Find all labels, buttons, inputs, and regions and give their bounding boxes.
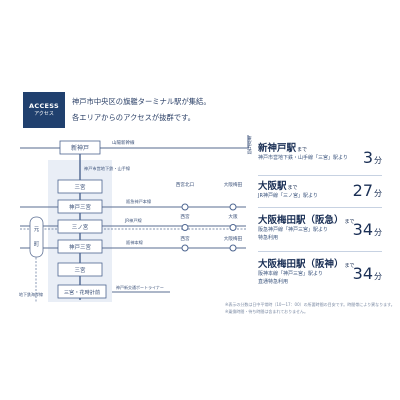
hanshin-kobe-sannomiya-label: 神戸三宮 <box>69 243 92 251</box>
osaka-umeda-hanshin-dot <box>229 244 237 252</box>
shin-kobe-station <box>59 140 101 155</box>
to-tokyo-label: 東京方面 <box>247 135 252 156</box>
access-item-osaka-umeda-hanshin: 大阪梅田駅（阪神） まで 阪神本線「神戸三宮」駅より 直通特急利用 34 分 <box>258 256 382 296</box>
badge-title-ja: アクセス <box>34 111 54 117</box>
access-unit: 分 <box>374 156 382 165</box>
intro-line: 神戸市中央区の旗艦ターミナル駅が集結。 <box>72 97 211 106</box>
osaka-umeda-hankyu-label: 大阪梅田 <box>224 181 243 188</box>
jr-sannomiya-label: 三ノ宮 <box>72 223 89 231</box>
access-time: 34 分 <box>353 264 382 283</box>
nishinomiya-hanshin-label: 西宮 <box>180 235 190 242</box>
access-unit: 分 <box>374 189 382 198</box>
access-route: 神戸市営地下鉄・山手線「三宮」駅より <box>258 155 348 161</box>
osaka-umeda-hankyu-dot <box>229 203 237 211</box>
motomachi-label-bottom: 町 <box>34 241 40 248</box>
access-route: JR神戸線「三ノ宮」駅より <box>258 193 318 199</box>
access-badge: ACCESS アクセス <box>23 92 65 128</box>
access-route-note: 直通特急利用 <box>258 279 289 285</box>
subway-line-label: 神戸市営地下鉄・山手線 <box>84 165 131 172</box>
jr-sannomiya-station <box>57 219 103 234</box>
intro-line: 各エリアからのアクセスが抜群です。 <box>72 113 195 122</box>
access-minutes: 3 <box>362 148 373 167</box>
nishinomiya-kitaguchi-dot <box>181 203 189 211</box>
access-unit: 分 <box>374 272 382 281</box>
nishinomiya-jr-label: 西宮 <box>180 213 190 220</box>
access-destination: 大阪梅田駅（阪神） <box>258 259 344 270</box>
hanshin-kobe-sannomiya-station <box>57 239 103 254</box>
hankyu-kobe-sannomiya-label: 神戸三宮 <box>69 203 92 211</box>
osaka-jr-dot <box>229 224 237 231</box>
access-route: 阪急神戸線「神戸三宮」駅より <box>258 227 328 233</box>
port-liner-sannomiya-station <box>57 262 103 277</box>
access-time: 27 分 <box>353 181 382 200</box>
access-to: まで <box>344 219 355 225</box>
intro-text: 神戸市中央区の旗艦ターミナル駅が集結。 各エリアからのアクセスが抜群です。 <box>72 94 272 126</box>
nishinomiya-kitaguchi-label: 西宮北口 <box>176 181 195 188</box>
footnote-1: ※表示の分数は日中平常時（10〜17：00）の所要時間の目安です。時間帯により異… <box>225 302 395 307</box>
jr-line-label: JR神戸線 <box>124 217 143 224</box>
access-destination: 大阪駅 <box>258 181 287 192</box>
access-item-osaka-umeda-hankyu: 大阪梅田駅（阪急） まで 阪急神戸線「神戸三宮」駅より 特急利用 34 分 <box>258 212 382 252</box>
footnote-2: ※乗換時間・待ち時間は含まれておりません。 <box>225 309 308 314</box>
osaka-jr-label: 大阪 <box>228 213 238 220</box>
subway-sannomiya-station <box>57 179 103 194</box>
access-item-shin-kobe: 新神戸駅 まで 神戸市営地下鉄・山手線「三宮」駅より 3 分 <box>258 140 382 174</box>
access-divider <box>258 175 382 176</box>
sannomiya-hanadokeimae-label: 三宮・花時計前 <box>64 288 100 296</box>
access-to: まで <box>297 147 308 153</box>
access-divider <box>258 251 382 252</box>
subway-sannomiya-label: 三宮 <box>74 183 86 191</box>
port-liner-label: 神戸新交通ポートライナー <box>116 284 164 290</box>
motomachi-station <box>29 216 44 258</box>
hankyu-line-label: 阪急神戸本線 <box>126 198 152 205</box>
badge-title-en: ACCESS <box>29 102 59 110</box>
hankyu-kobe-sannomiya-station <box>57 199 103 214</box>
access-destination: 大阪梅田駅（阪急） <box>258 215 344 226</box>
shinkansen-label: 山陽新幹線 <box>112 139 135 146</box>
motomachi-label-top: 元 <box>34 226 40 233</box>
shin-kobe-label: 新神戸 <box>71 144 89 152</box>
access-route-note: 特急利用 <box>258 235 279 241</box>
chikatetsu-kaigan-label: 地下鉄海岸線 <box>19 291 43 297</box>
sannomiya-hanadokeimae-station <box>57 284 107 299</box>
access-minutes: 34 <box>352 264 373 283</box>
access-time: 3 分 <box>363 148 382 167</box>
access-to: まで <box>287 185 298 191</box>
access-minutes: 34 <box>352 220 373 239</box>
access-divider <box>258 207 382 208</box>
access-to: まで <box>344 263 355 269</box>
port-liner-sannomiya-label: 三宮 <box>74 266 86 274</box>
access-minutes: 27 <box>352 181 373 200</box>
nishinomiya-hanshin-dot <box>181 244 189 252</box>
access-item-osaka: 大阪駅 まで JR神戸線「三ノ宮」駅より 27 分 <box>258 178 382 212</box>
access-unit: 分 <box>374 228 382 237</box>
osaka-umeda-hanshin-label: 大阪梅田 <box>224 235 243 242</box>
access-route: 阪神本線「神戸三宮」駅より <box>258 271 323 277</box>
access-time: 34 分 <box>353 220 382 239</box>
access-destination: 新神戸駅 <box>258 143 297 154</box>
hanshin-line-label: 阪神本線 <box>126 239 144 246</box>
nishinomiya-jr-dot <box>181 224 189 231</box>
